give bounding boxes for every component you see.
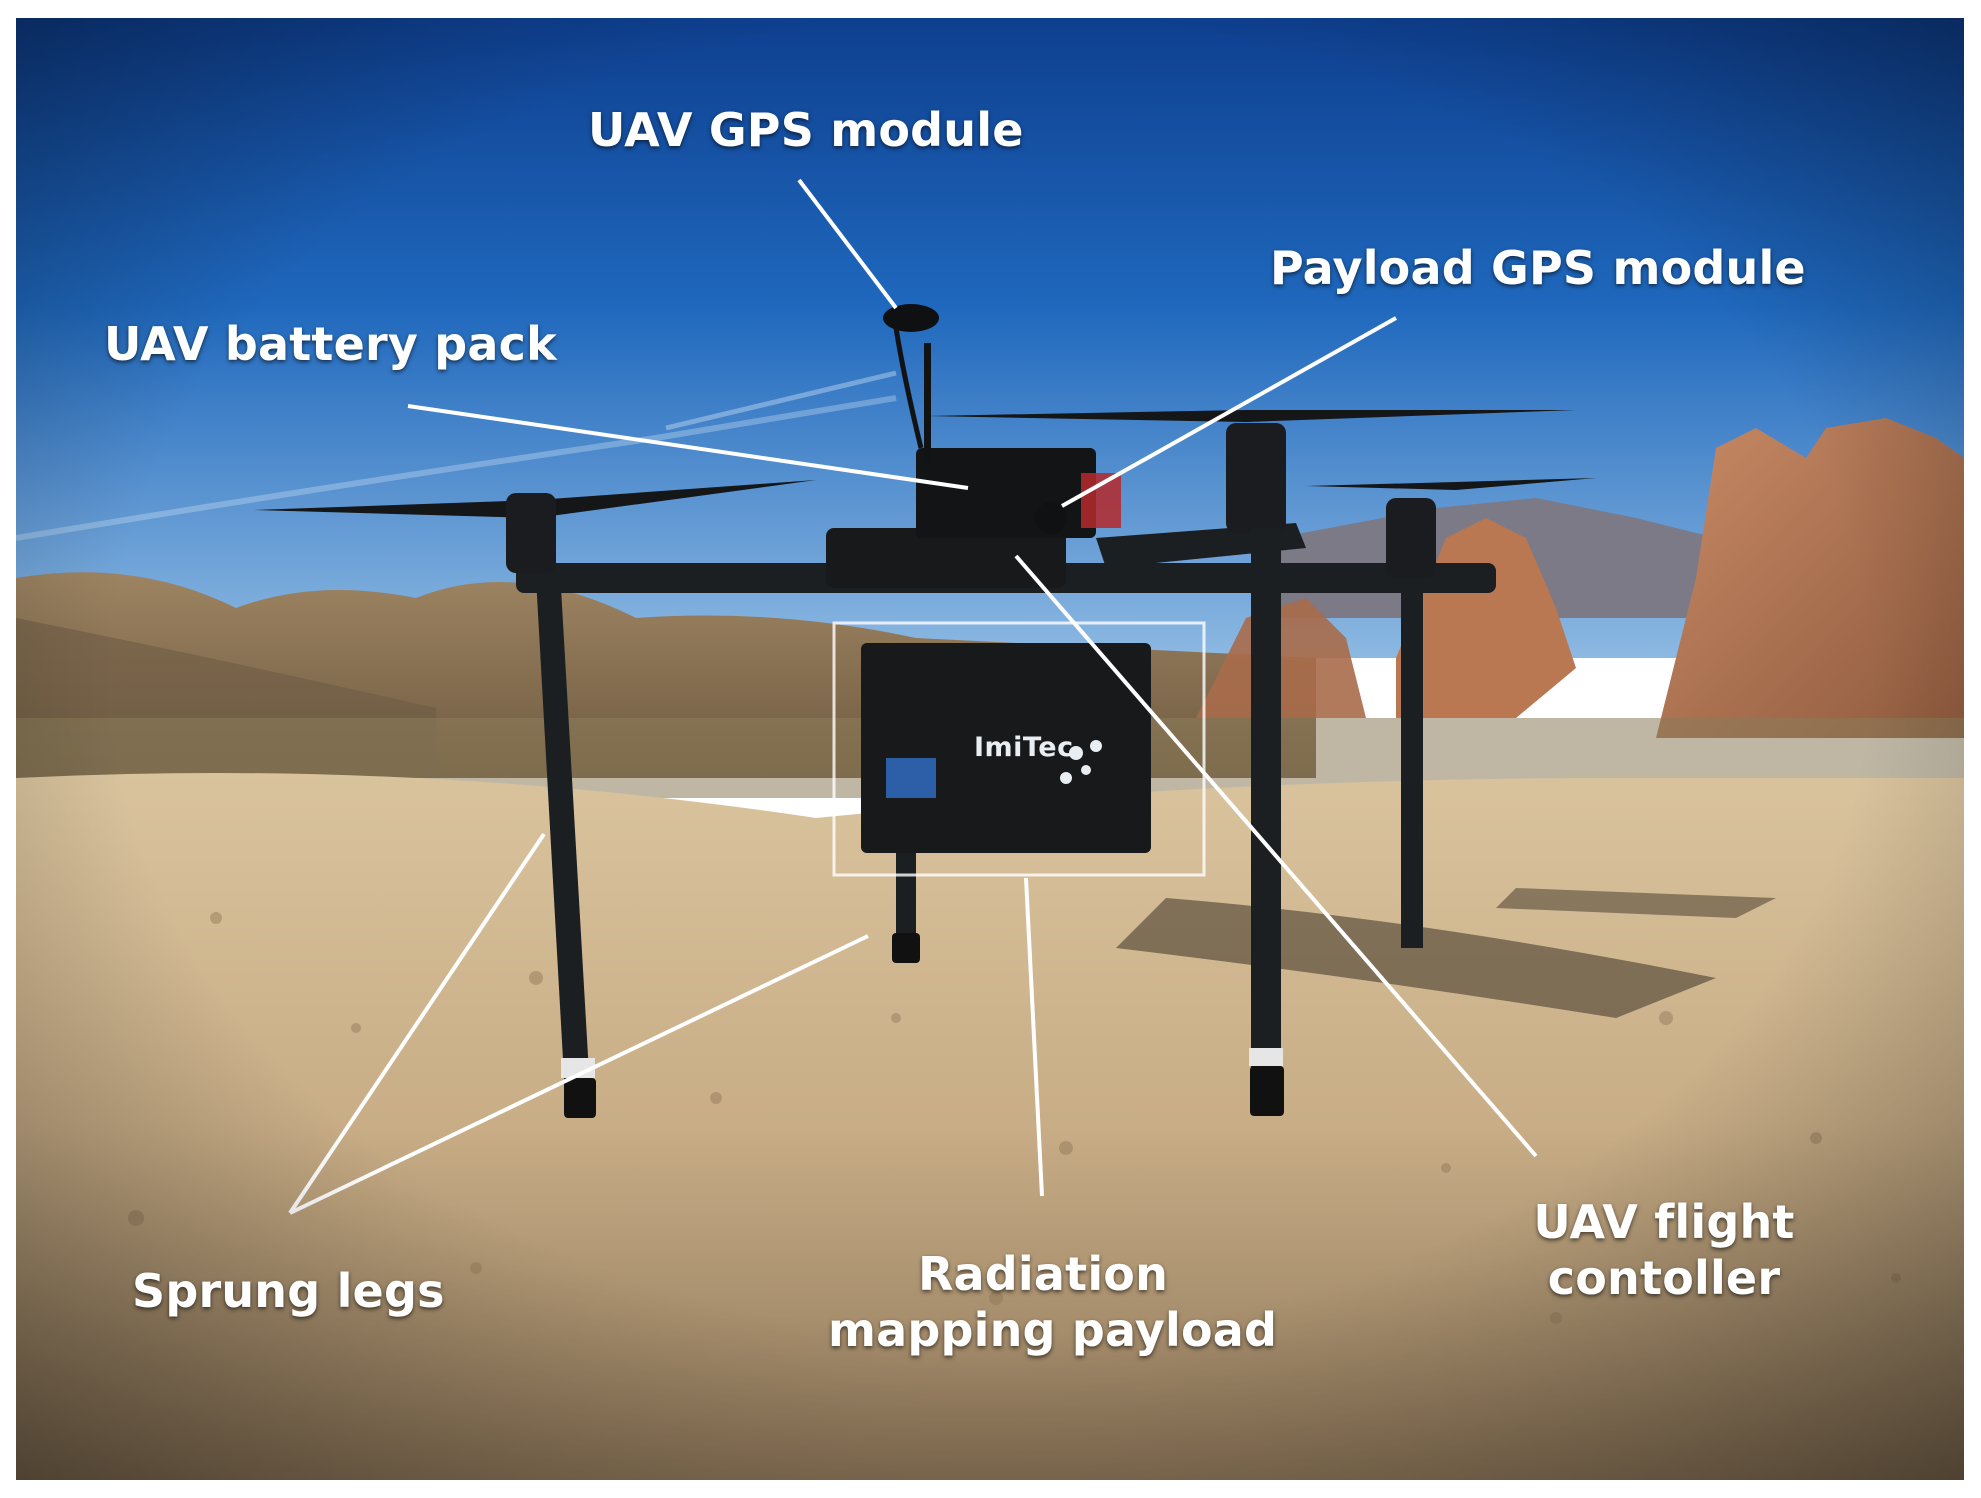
label-sprung-legs: Sprung legs (132, 1264, 445, 1318)
label-flight-line1: UAV flight (1533, 1195, 1795, 1249)
payload-logo: ImiTec (974, 732, 1074, 763)
photo-frame: ImiTec UAV GPS module Payload GPS module… (16, 18, 1964, 1480)
label-payload-gps-module: Payload GPS module (1270, 241, 1806, 295)
drone-field-photo (16, 18, 1964, 1480)
label-radiation-mapping-payload: Radiation mapping payload (828, 1246, 1278, 1358)
label-flight-line2: contoller (1547, 1251, 1781, 1306)
label-radiation-line1: Radiation (917, 1247, 1169, 1301)
label-uav-flight-controller: UAV flight contoller (1514, 1194, 1814, 1306)
label-uav-battery-pack: UAV battery pack (104, 317, 557, 371)
label-uav-gps-module: UAV GPS module (588, 103, 1024, 157)
label-radiation-line2: mapping payload (828, 1303, 1278, 1358)
